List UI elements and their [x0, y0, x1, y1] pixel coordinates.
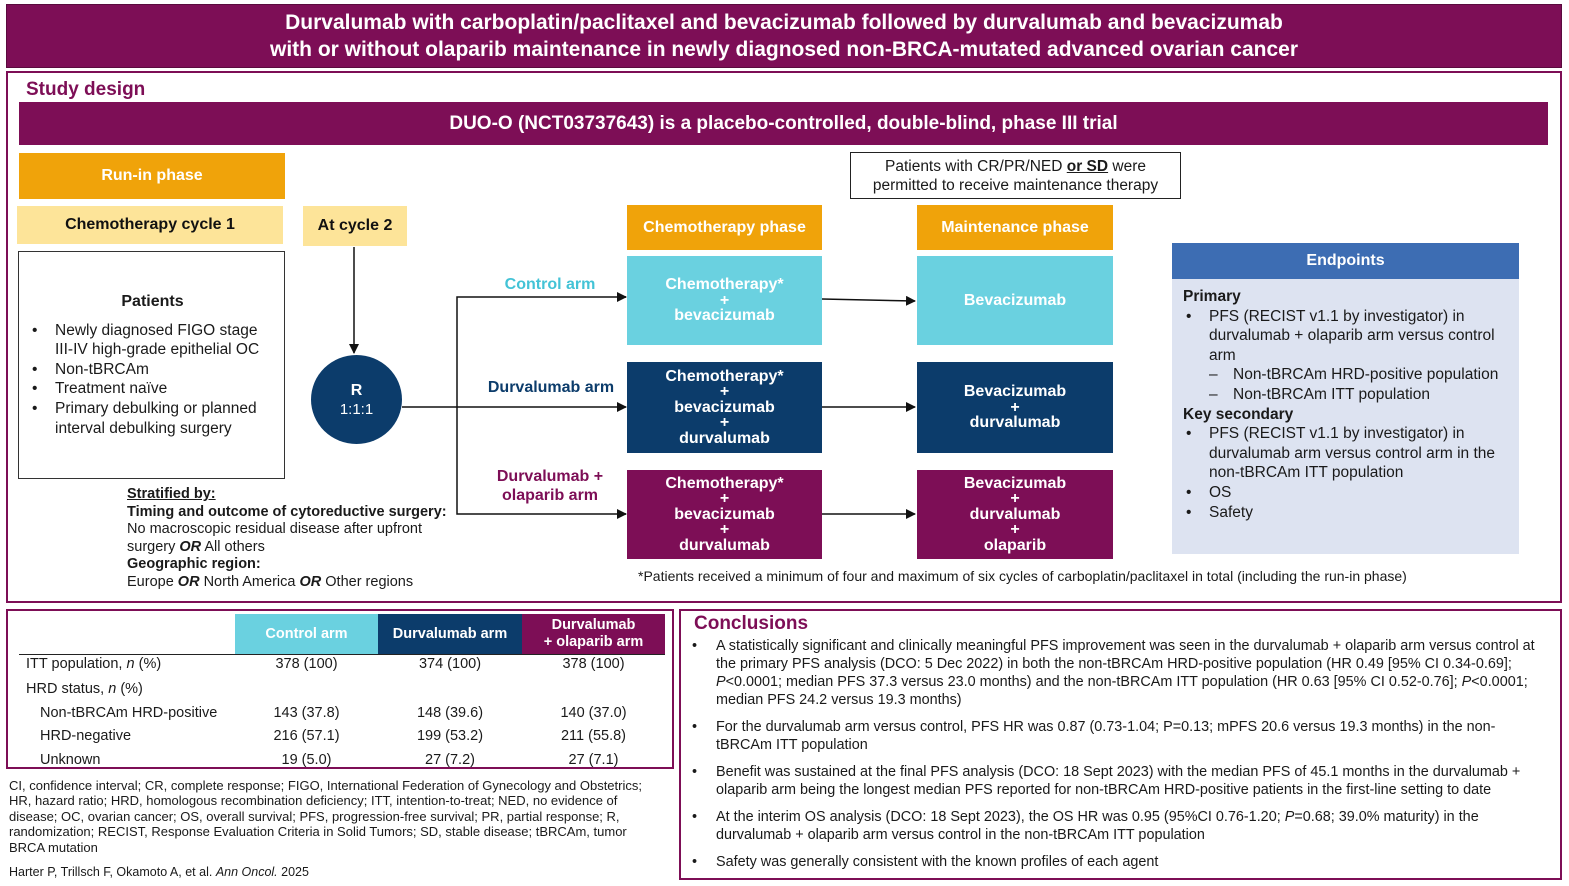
population-table-panel — [6, 609, 674, 769]
title-line-1: Durvalumab with carboplatin/paclitaxel a… — [285, 11, 1283, 34]
secondary-endpoint-heading: Key secondary — [1183, 405, 1294, 423]
randomization-ratio: 1:1:1 — [339, 400, 374, 418]
list-item: Treatment naïve — [29, 379, 276, 399]
table-row-label: Unknown — [40, 752, 101, 768]
randomization-letter: R — [350, 381, 363, 399]
secondary-endpoint-list: PFS (RECIST v1.1 by investigator) in dur… — [1183, 424, 1509, 522]
stratified-heading: Stratified by: — [127, 486, 216, 502]
chemo-cycles-footnote: *Patients received a minimum of four and… — [638, 568, 1407, 584]
durvalumab-chemo-box: Chemotherapy* + bevacizumab + durvalumab — [627, 362, 822, 453]
list-item: PFS (RECIST v1.1 by investigator) in dur… — [1183, 307, 1509, 405]
primary-endpoint-sublist: Non-tBRCAm HRD-positive population Non-t… — [1209, 365, 1509, 404]
control-chemo-box: Chemotherapy* + bevacizumab — [627, 256, 822, 345]
study-design-panel — [6, 71, 1562, 603]
table-cell: 378 (100) — [562, 656, 625, 672]
run-in-phase-header: Run-in phase — [19, 153, 285, 199]
chemotherapy-phase-header: Chemotherapy phase — [627, 205, 822, 250]
table-row-label: ITT population, n (%) — [26, 656, 162, 672]
abbreviations-footnote: CI, confidence interval; CR, complete re… — [9, 778, 642, 855]
study-design-heading: Study design — [26, 79, 146, 100]
durva-ola-arm-label: Durvalumab + olaparib arm — [496, 468, 604, 504]
list-item: PFS (RECIST v1.1 by investigator) in dur… — [1183, 424, 1509, 483]
stratified-region-heading: Geographic region: — [127, 556, 261, 573]
stratified-timing-heading: Timing and outcome of cytoreductive surg… — [127, 503, 447, 520]
table-row-label: HRD status, n (%) — [26, 681, 143, 697]
list-item: Newly diagnosed FIGO stage III-IV high-g… — [29, 321, 276, 360]
branch-line — [456, 296, 626, 515]
endpoints-header: Endpoints — [1172, 243, 1519, 279]
trial-banner: DUO-O (NCT03737643) is a placebo-control… — [19, 102, 1548, 145]
table-cell: 27 (7.2) — [425, 752, 475, 768]
chemo-cycle-1-box: Chemotherapy cycle 1 — [17, 206, 283, 244]
stratification-block: Stratified by: Timing and outcome of cyt… — [127, 486, 462, 592]
table-cell: 140 (37.0) — [560, 705, 627, 721]
durvalumab-arm-label: Durvalumab arm — [487, 379, 615, 396]
primary-endpoint-heading: Primary — [1183, 288, 1241, 305]
durva-ola-chemo-box: Chemotherapy* + bevacizumab + durvalumab — [627, 470, 822, 559]
table-cell: 374 (100) — [418, 656, 482, 672]
table-cell: 148 (39.6) — [416, 705, 484, 721]
table-cell: 143 (37.8) — [273, 705, 340, 721]
conclusions-list: A statistically significant and clinical… — [692, 637, 1542, 880]
list-item: Non-tBRCAm ITT population — [1209, 385, 1509, 405]
table-header-control: Control arm — [235, 614, 378, 654]
table-cell: 378 (100) — [275, 656, 338, 672]
list-item: A statistically significant and clinical… — [692, 637, 1542, 709]
list-item: OS — [1183, 483, 1509, 503]
stratified-timing-values: No macroscopic residual disease after up… — [127, 521, 422, 555]
conclusions-panel — [679, 609, 1562, 880]
list-item: Safety was generally consistent with the… — [692, 853, 1542, 871]
stratified-region-values: Europe OR North America OR Other regions — [127, 573, 414, 590]
endpoints-panel: Primary PFS (RECIST v1.1 by investigator… — [1172, 279, 1519, 554]
maintenance-phase-header: Maintenance phase — [917, 205, 1113, 250]
list-item: Primary debulking or planned interval de… — [29, 399, 276, 438]
table-cell: 199 (53.2) — [416, 728, 484, 744]
title-banner: Durvalumab with carboplatin/paclitaxel a… — [6, 4, 1562, 68]
patients-box: Patients Newly diagnosed FIGO stage III-… — [18, 251, 285, 479]
table-header-durvalumab: Durvalumab arm — [378, 614, 522, 654]
patients-criteria-list: Newly diagnosed FIGO stage III-IV high-g… — [29, 321, 276, 439]
randomization-circle: R 1:1:1 — [311, 355, 402, 444]
patients-heading: Patients — [121, 293, 184, 310]
primary-endpoint-list: PFS (RECIST v1.1 by investigator) in dur… — [1183, 307, 1509, 405]
table-cell: 27 (7.1) — [568, 752, 619, 768]
reference-citation: Harter P, Trillsch F, Okamoto A, et al. … — [9, 865, 309, 879]
table-row-label: HRD-negative — [40, 728, 132, 744]
table-header-rule — [19, 654, 665, 655]
table-cell: 216 (57.1) — [273, 728, 340, 744]
list-item: Safety — [1183, 503, 1509, 523]
table-cell: 211 (55.8) — [560, 728, 627, 744]
conclusions-heading: Conclusions — [694, 613, 809, 634]
title-line-2: with or without olaparib maintenance in … — [270, 38, 1298, 61]
at-cycle-2-box: At cycle 2 — [303, 206, 407, 246]
list-item: At the interim OS analysis (DCO: 18 Sept… — [692, 808, 1542, 844]
durva-ola-maint-box: Bevacizumab + durvalumab + olaparib — [917, 470, 1113, 559]
table-cell: 19 (5.0) — [281, 752, 332, 768]
list-item: Non-tBRCAm HRD-positive population — [1209, 365, 1509, 385]
list-item: Non-tBRCAm — [29, 360, 276, 380]
maintenance-eligibility-note: Patients with CR/PR/NED or SD were permi… — [850, 152, 1181, 199]
control-maint-box: Bevacizumab — [917, 256, 1113, 345]
durvalumab-maint-box: Bevacizumab + durvalumab — [917, 362, 1113, 453]
control-arm-label: Control arm — [504, 276, 596, 293]
list-item: For the durvalumab arm versus control, P… — [692, 718, 1542, 754]
arrow-control-chemo-to-maint — [821, 295, 916, 306]
table-row-label: Non-tBRCAm HRD-positive — [40, 705, 218, 721]
table-header-durva-ola: Durvalumab + olaparib arm — [522, 614, 665, 654]
list-item: Benefit was sustained at the final PFS a… — [692, 763, 1542, 799]
